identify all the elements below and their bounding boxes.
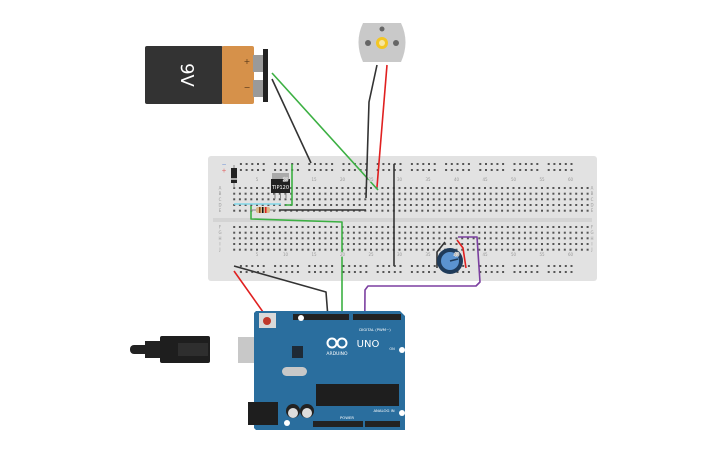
row-label: G — [218, 230, 221, 235]
column-label: 40 — [454, 177, 460, 182]
analog-header[interactable] — [365, 421, 400, 427]
dc-motor[interactable] — [358, 23, 406, 62]
column-label: 25 — [368, 177, 374, 182]
arduino-uno[interactable]: ARDUINO UNO DIGITAL (PWM~) POWER ANALOG … — [238, 311, 405, 430]
column-label: 40 — [454, 252, 460, 257]
column-label: 10 — [283, 252, 289, 257]
row-label: I — [591, 242, 592, 247]
row-label: D — [590, 203, 593, 208]
row-label: I — [219, 242, 220, 247]
battery-plus-label: + — [244, 57, 251, 66]
column-label: 10 — [283, 177, 289, 182]
column-label: 5 — [256, 177, 259, 182]
row-label: J — [218, 247, 220, 252]
microcontroller-chip — [316, 384, 399, 406]
reset-button[interactable] — [263, 317, 271, 325]
column-label: 15 — [311, 252, 317, 257]
row-label: H — [590, 236, 593, 241]
digital-header-1[interactable] — [293, 314, 349, 320]
analog-label: ANALOG IN — [373, 408, 394, 413]
row-label: H — [218, 236, 221, 241]
resistor[interactable] — [250, 207, 276, 213]
column-label: 45 — [482, 177, 488, 182]
column-label: 55 — [539, 177, 545, 182]
row-label: F — [591, 225, 594, 230]
column-label: 60 — [568, 252, 574, 257]
wire-battery-positive[interactable] — [271, 72, 379, 191]
transistor-label: TIP120 — [271, 185, 289, 191]
row-label: A — [219, 186, 222, 191]
column-label: 15 — [311, 177, 317, 182]
row-label: E — [591, 208, 594, 213]
wire-analog[interactable] — [363, 236, 481, 426]
breadboard-column-labels: 5510101515202025253030353540404545505055… — [255, 176, 574, 257]
wire-motor-black[interactable] — [365, 64, 378, 199]
usb-cable[interactable] — [130, 336, 210, 363]
battery-cap — [222, 46, 254, 104]
column-label: 20 — [340, 177, 346, 182]
rail-label: + — [221, 168, 226, 175]
power-label: POWER — [340, 415, 354, 420]
on-led-label: ON — [389, 347, 395, 351]
power-jack — [248, 402, 278, 425]
row-label: C — [591, 197, 594, 202]
column-label: 50 — [511, 252, 517, 257]
arduino-model: UNO — [357, 339, 380, 350]
column-label: 30 — [397, 252, 403, 257]
wire-green-signal[interactable] — [250, 206, 343, 316]
arduino-logo-icon — [326, 337, 348, 349]
column-label: 35 — [425, 252, 431, 257]
row-label: E — [219, 208, 222, 213]
column-label: 35 — [425, 177, 431, 182]
diode[interactable] — [231, 165, 237, 188]
battery-body — [145, 46, 223, 104]
wire-motor-red[interactable] — [376, 64, 388, 188]
row-label: C — [219, 197, 222, 202]
arduino-brand: ARDUINO — [326, 351, 348, 357]
row-label: D — [218, 203, 221, 208]
digital-header-2[interactable] — [353, 314, 401, 320]
column-label: 45 — [482, 252, 488, 257]
row-label: B — [591, 191, 594, 196]
row-label: B — [219, 191, 222, 196]
row-label: J — [590, 247, 592, 252]
column-label: 60 — [568, 177, 574, 182]
wire-battery-negative[interactable] — [271, 78, 312, 164]
column-label: 25 — [368, 252, 374, 257]
wire-green-transistor[interactable] — [285, 164, 293, 206]
breadboard-holes — [233, 163, 589, 273]
column-label: 5 — [256, 252, 259, 257]
digital-label: DIGITAL (PWM~) — [359, 327, 391, 332]
column-label: 30 — [397, 177, 403, 182]
row-label: F — [219, 225, 222, 230]
column-label: 55 — [539, 252, 545, 257]
row-label: G — [590, 230, 593, 235]
column-label: 50 — [511, 177, 517, 182]
battery-minus-label: − — [244, 83, 251, 92]
potentiometer[interactable] — [436, 239, 467, 274]
row-label: A — [591, 186, 594, 191]
battery-label: 9V — [176, 63, 197, 87]
power-header[interactable] — [313, 421, 363, 427]
transistor-tip120[interactable]: TIP120 — [271, 173, 290, 199]
battery-9v[interactable]: 9V + − — [145, 46, 268, 104]
rail-label: − — [221, 162, 226, 169]
column-label: 20 — [340, 252, 346, 257]
